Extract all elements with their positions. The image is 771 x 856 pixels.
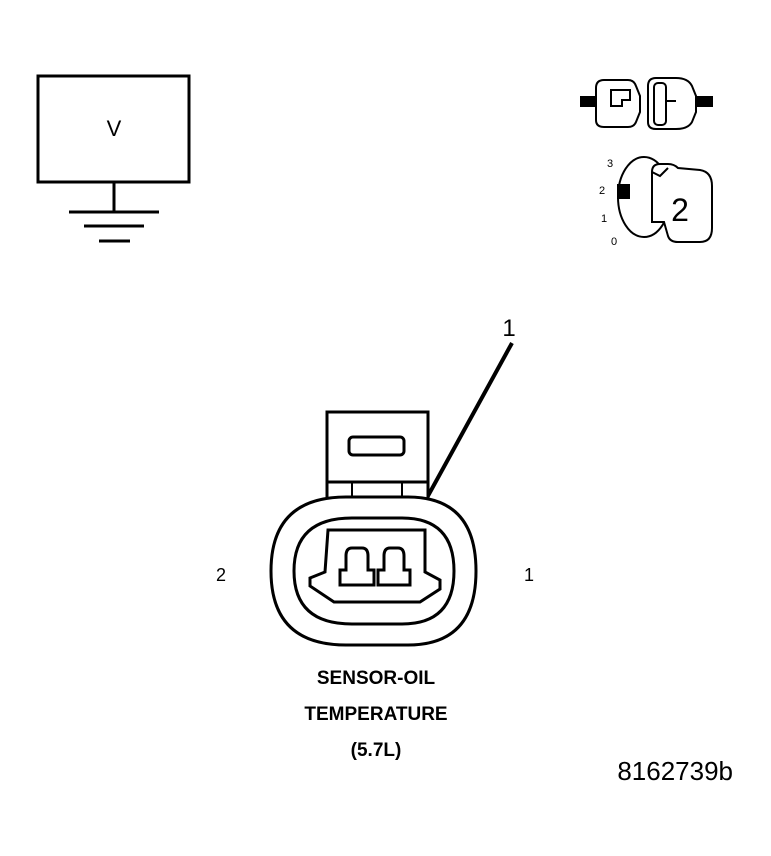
voltmeter-box xyxy=(36,74,191,184)
callout-number: 1 xyxy=(502,315,515,342)
voltmeter-symbol: V xyxy=(36,74,191,243)
latch-slot xyxy=(347,435,406,457)
connector-cavity xyxy=(308,528,442,604)
ignition-position-marker xyxy=(617,184,630,199)
ground-icon xyxy=(69,182,159,243)
sensor-connector xyxy=(269,410,478,647)
ignition-position-2: 2 xyxy=(599,185,605,197)
pin-label-left: 2 xyxy=(216,565,226,585)
ignition-position-1: 1 xyxy=(601,213,607,225)
ignition-key-icon xyxy=(651,163,713,243)
ignition-switch-icon: 3 2 1 0 2 xyxy=(599,156,713,248)
connector-name-line-1: SENSOR-OIL xyxy=(317,668,436,689)
connector-terminal-1 xyxy=(376,546,412,587)
ignition-setting-label: 2 xyxy=(671,192,689,228)
voltmeter-label: V xyxy=(107,116,122,141)
pin-label-right: 1 xyxy=(524,565,534,585)
ignition-position-0: 0 xyxy=(611,236,617,248)
connector-terminal-2 xyxy=(338,546,376,587)
disconnected-connector-icon xyxy=(580,77,713,130)
connector-name-line-2: TEMPERATURE xyxy=(304,704,447,725)
connector-name-line-3: (5.7L) xyxy=(351,740,402,761)
figure-id: 8162739b xyxy=(617,756,733,786)
ignition-position-3: 3 xyxy=(607,158,613,170)
